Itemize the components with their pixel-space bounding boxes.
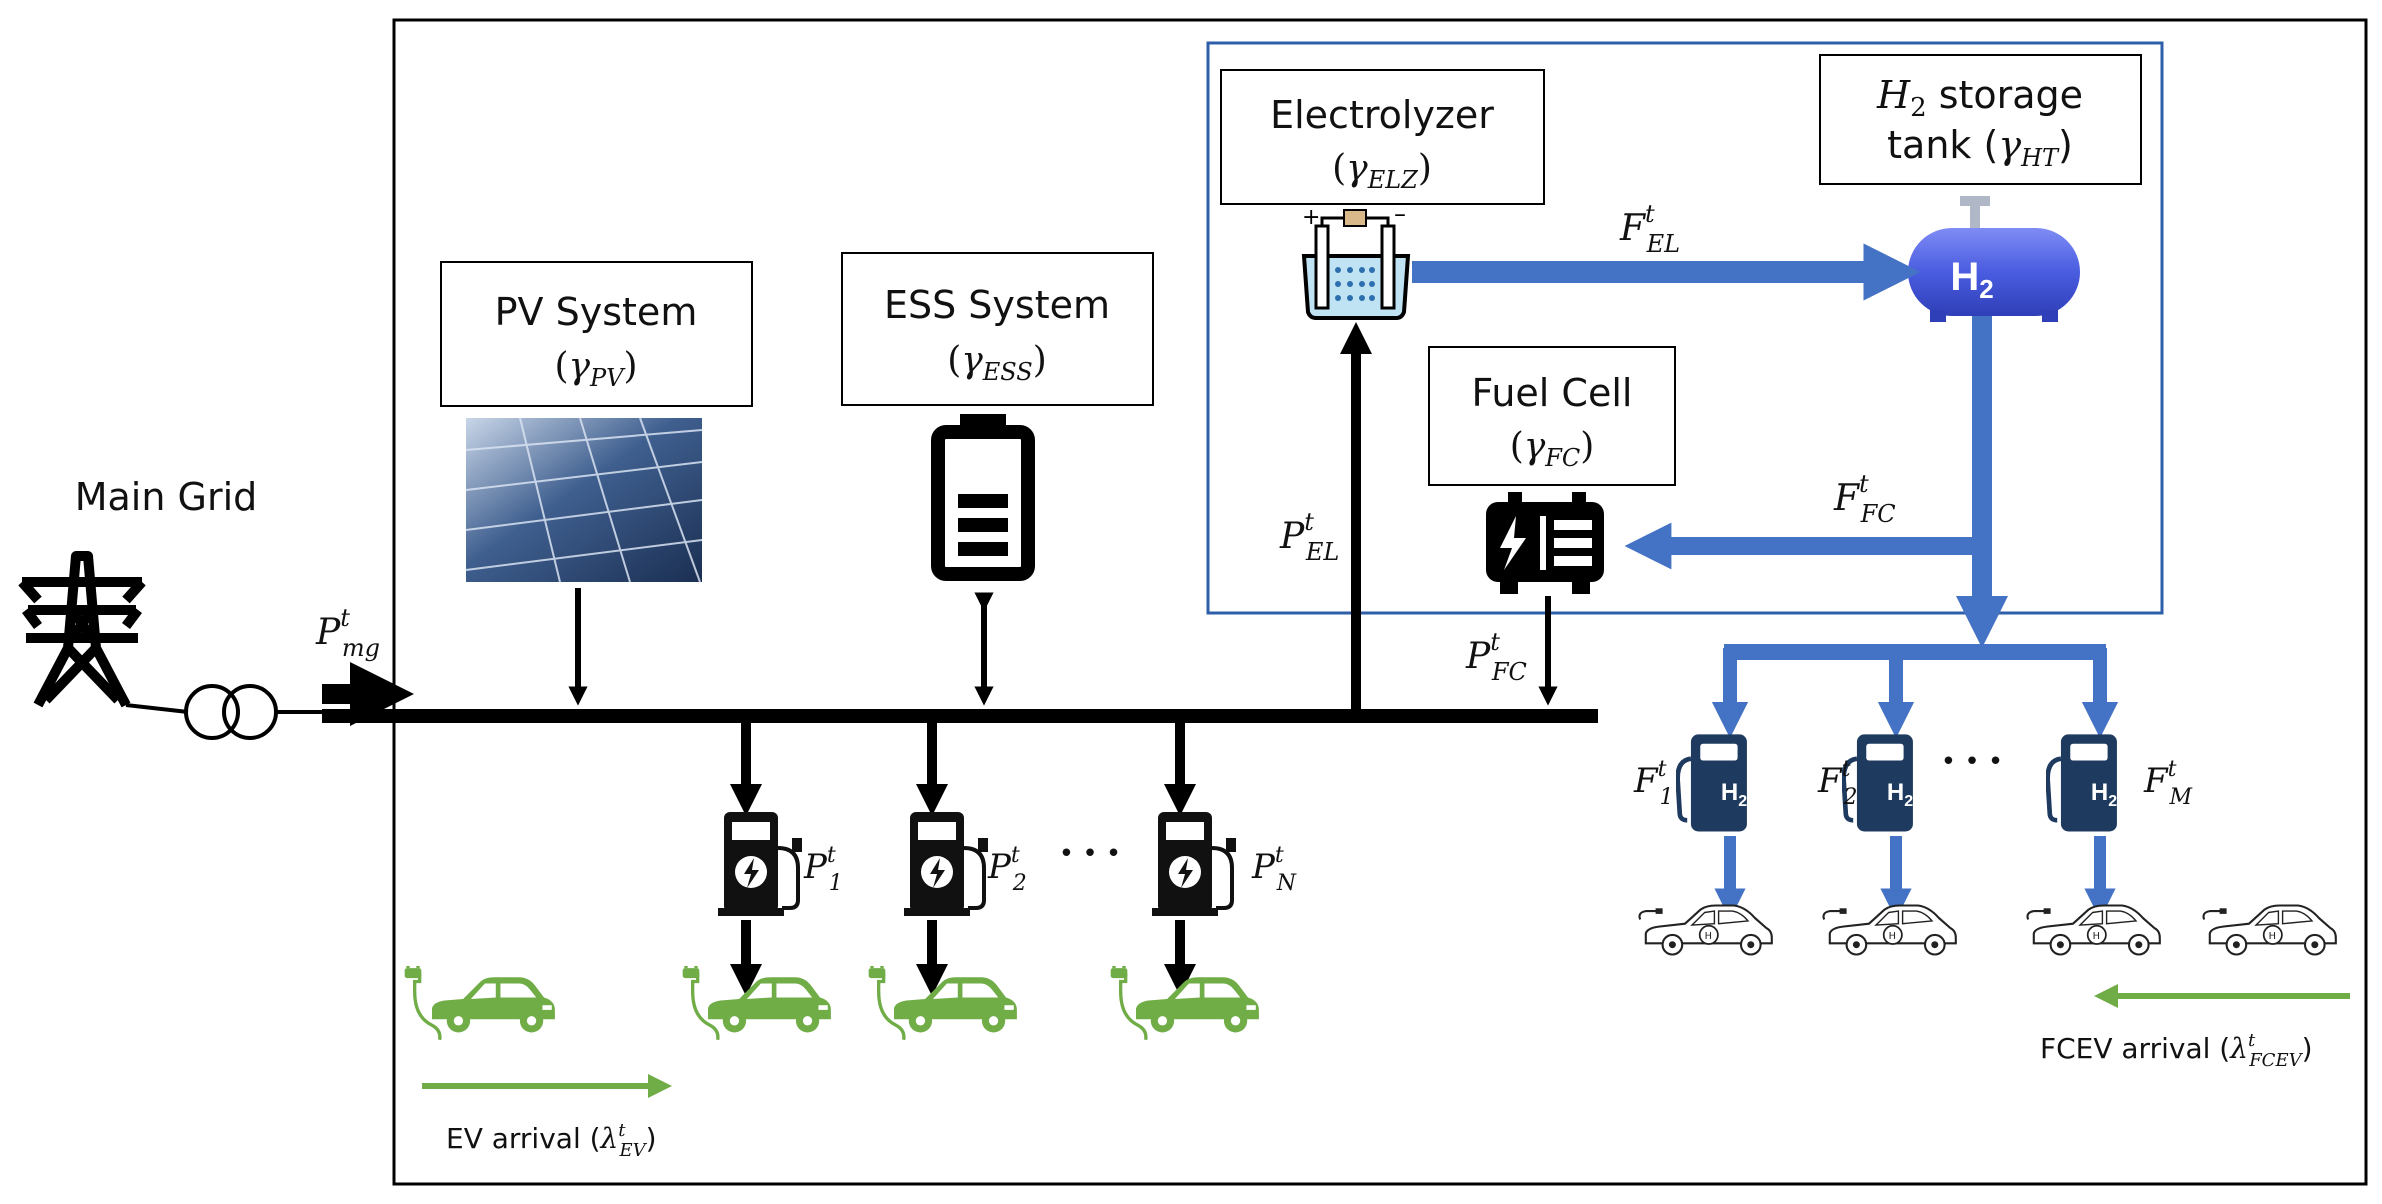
fuel-cell-param: (γFC) bbox=[1510, 426, 1595, 472]
ev-charger-ellipsis: • • • bbox=[1059, 839, 1122, 869]
ev-car-icon bbox=[1136, 977, 1259, 1033]
fcev-car-icon bbox=[1638, 904, 1773, 956]
ev-charger-icon bbox=[904, 810, 990, 918]
main-grid-label: Main Grid bbox=[75, 475, 258, 519]
ev-charger-icon bbox=[1152, 810, 1238, 918]
fuel-cell-box bbox=[1428, 346, 1676, 486]
pv-system-box bbox=[440, 261, 753, 407]
electrolyzer-icon: + – bbox=[1301, 200, 1411, 320]
ev-charger-icon bbox=[718, 810, 804, 918]
fcev-car-icon bbox=[2202, 904, 2337, 956]
main-grid: Main Grid bbox=[18, 475, 322, 740]
h2-dispenser-2-badge: H2 bbox=[1887, 779, 1913, 810]
pv-system-name: PV System bbox=[495, 290, 698, 334]
system-boundary-frame bbox=[392, 18, 2368, 1186]
pv-system-param: (γPV) bbox=[554, 346, 637, 392]
solar-panel-icon bbox=[465, 417, 703, 583]
ev-cars bbox=[402, 966, 1259, 1042]
manifold-drops bbox=[1711, 648, 2119, 739]
ess-system-name: ESS System bbox=[884, 283, 1110, 327]
grid-connection-line bbox=[125, 703, 189, 714]
fuel-cell-name: Fuel Cell bbox=[1472, 371, 1633, 415]
fuel-cell-icon bbox=[1486, 492, 1604, 594]
h2-dispenser-1-badge: H2 bbox=[1721, 779, 1747, 810]
ess-system-param: (γESS) bbox=[947, 340, 1047, 386]
svg-text:+: + bbox=[1302, 205, 1320, 230]
fcev-car-icon bbox=[1822, 904, 1957, 956]
ev-plug-icon bbox=[866, 966, 906, 1042]
h2-dispenser-ellipsis: • • • bbox=[1941, 747, 2004, 777]
h2-storage-tank-name: H2 storage bbox=[1876, 73, 2083, 123]
fcev-car-icon bbox=[2026, 904, 2161, 956]
ev-car-icon bbox=[708, 977, 831, 1033]
h2-dispenser-m-badge: H2 bbox=[2091, 779, 2117, 810]
hydrogen-subsystem-frame bbox=[1206, 41, 2164, 615]
ev-car-icon bbox=[894, 977, 1017, 1033]
transformer-icon bbox=[184, 684, 278, 740]
electrolyzer-box bbox=[1220, 69, 1545, 205]
fcev-cars bbox=[1638, 904, 2337, 956]
svg-text:H2: H2 bbox=[1950, 255, 1993, 304]
electrolyzer-name: Electrolyzer bbox=[1270, 93, 1494, 137]
h2-storage-tank-param: tank (γHT) bbox=[1887, 123, 2073, 172]
ev-plug-icon bbox=[1108, 966, 1148, 1042]
ev-plug-icon bbox=[402, 966, 442, 1042]
svg-text:–: – bbox=[1394, 200, 1406, 228]
ev-plug-icon bbox=[680, 966, 720, 1042]
ev-car-icon bbox=[432, 977, 555, 1033]
h2-tank-icon: H2 bbox=[1908, 196, 2080, 322]
h2-storage-tank-box bbox=[1819, 54, 2142, 185]
ess-system-box bbox=[841, 252, 1154, 406]
power-tower-icon bbox=[18, 551, 146, 708]
battery-icon bbox=[931, 414, 1035, 581]
electrolyzer-param: (γELZ) bbox=[1332, 148, 1432, 194]
